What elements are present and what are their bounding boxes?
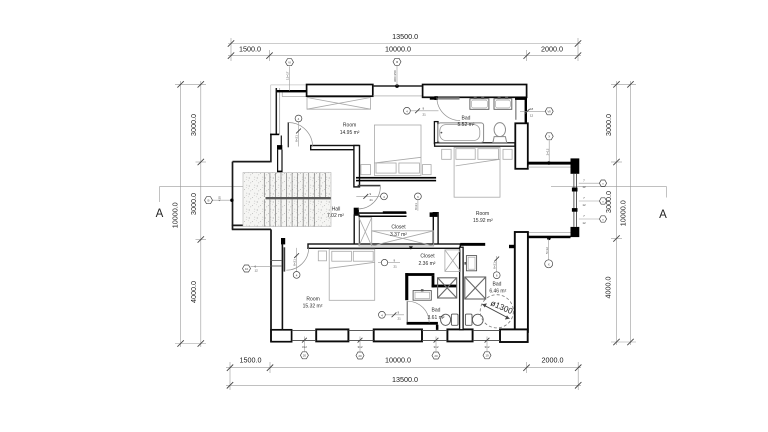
svg-text:4: 4	[383, 195, 385, 199]
svg-text:18: 18	[530, 107, 534, 111]
svg-text:13=17: 13=17	[286, 71, 290, 80]
svg-text:6: 6	[496, 274, 498, 278]
svg-text:13500.0: 13500.0	[392, 32, 418, 41]
svg-text:420: 420	[218, 196, 222, 201]
svg-text:8=21: 8=21	[414, 203, 418, 210]
svg-text:x: x	[602, 199, 604, 203]
svg-text:8=21: 8=21	[294, 135, 298, 142]
svg-text:3.61 m²: 3.61 m²	[428, 315, 445, 321]
svg-text:15.32 m²: 15.32 m²	[303, 304, 323, 310]
svg-text:312: 312	[484, 345, 489, 349]
svg-text:19: 19	[485, 354, 489, 358]
svg-text:4: 4	[296, 273, 298, 277]
svg-text:21: 21	[398, 317, 402, 321]
svg-text:300=250: 300=250	[393, 70, 397, 82]
svg-text:14.95 m²: 14.95 m²	[340, 130, 360, 136]
svg-text:9: 9	[370, 192, 372, 196]
svg-text:7.02 m²: 7.02 m²	[327, 213, 344, 219]
svg-text:312: 312	[302, 345, 307, 349]
svg-text:Bad: Bad	[432, 308, 441, 314]
svg-text:Closet: Closet	[391, 225, 406, 231]
svg-text:5=12: 5=12	[545, 247, 549, 254]
svg-text:21: 21	[423, 113, 427, 117]
svg-text:7: 7	[583, 214, 585, 218]
svg-text:10000.0: 10000.0	[171, 202, 180, 228]
svg-text:Room: Room	[343, 123, 356, 129]
svg-text:x: x	[602, 217, 604, 221]
svg-text:312: 312	[357, 345, 362, 349]
svg-text:6: 6	[255, 265, 257, 269]
svg-text:Hall: Hall	[332, 207, 341, 213]
svg-text:4000.0: 4000.0	[189, 281, 198, 303]
svg-text:4: 4	[406, 109, 408, 113]
svg-text:Room: Room	[476, 211, 489, 217]
svg-text:10: 10	[245, 267, 249, 271]
svg-text:A: A	[659, 209, 667, 221]
svg-text:10000.0: 10000.0	[619, 200, 628, 226]
svg-text:7: 7	[583, 196, 585, 200]
svg-text:Closet: Closet	[420, 254, 435, 260]
svg-text:B: B	[207, 199, 209, 203]
svg-text:6: 6	[417, 195, 419, 199]
svg-text:4: 4	[298, 117, 300, 121]
svg-text:3.37 m²: 3.37 m²	[390, 232, 407, 238]
svg-text:10000.0: 10000.0	[385, 45, 411, 54]
svg-text:312: 312	[433, 345, 438, 349]
svg-text:Bad: Bad	[462, 116, 471, 122]
svg-text:X: X	[548, 135, 550, 139]
svg-text:13500.0: 13500.0	[392, 375, 418, 384]
svg-text:2=12: 2=12	[545, 148, 549, 155]
svg-text:3000.0: 3000.0	[604, 191, 613, 213]
svg-text:9: 9	[398, 311, 400, 315]
svg-text:20: 20	[358, 354, 362, 358]
svg-text:12: 12	[255, 269, 259, 273]
svg-text:X: X	[548, 262, 550, 266]
svg-text:x: x	[602, 182, 604, 186]
svg-text:III: III	[396, 60, 399, 64]
svg-text:3000.0: 3000.0	[604, 114, 613, 136]
svg-text:3000.0: 3000.0	[189, 114, 198, 136]
svg-text:8=21: 8=21	[292, 259, 296, 266]
svg-text:10000.0: 10000.0	[385, 355, 411, 364]
svg-text:20: 20	[303, 354, 307, 358]
svg-text:20: 20	[434, 354, 438, 358]
svg-text:12: 12	[582, 221, 586, 225]
svg-text:2000.0: 2000.0	[542, 355, 564, 364]
svg-text:Bad: Bad	[493, 281, 502, 287]
svg-text:4000.0: 4000.0	[604, 277, 613, 299]
svg-text:15.92 m²: 15.92 m²	[473, 218, 493, 224]
svg-text:21: 21	[394, 265, 398, 269]
svg-text:21: 21	[370, 198, 374, 202]
svg-text:9: 9	[394, 259, 396, 263]
svg-text:1500.0: 1500.0	[240, 355, 262, 364]
svg-text:5.52 m²: 5.52 m²	[458, 122, 475, 128]
svg-text:1500.0: 1500.0	[239, 45, 261, 54]
svg-text:12: 12	[530, 114, 534, 118]
svg-text:VI: VI	[288, 61, 291, 65]
svg-text:VII: VII	[547, 110, 551, 114]
svg-text:4: 4	[381, 313, 383, 317]
svg-text:8=21: 8=21	[493, 262, 497, 269]
svg-text:2000.0: 2000.0	[541, 45, 563, 54]
svg-text:A: A	[156, 208, 164, 220]
svg-text:7: 7	[583, 178, 585, 182]
svg-text:6.46 m²: 6.46 m²	[489, 288, 506, 294]
svg-text:9: 9	[423, 107, 425, 111]
svg-text:12: 12	[582, 185, 586, 189]
svg-text:Room: Room	[306, 297, 319, 303]
svg-text:2.36 m²: 2.36 m²	[419, 261, 436, 267]
svg-text:12: 12	[582, 203, 586, 207]
svg-text:3000.0: 3000.0	[189, 193, 198, 215]
